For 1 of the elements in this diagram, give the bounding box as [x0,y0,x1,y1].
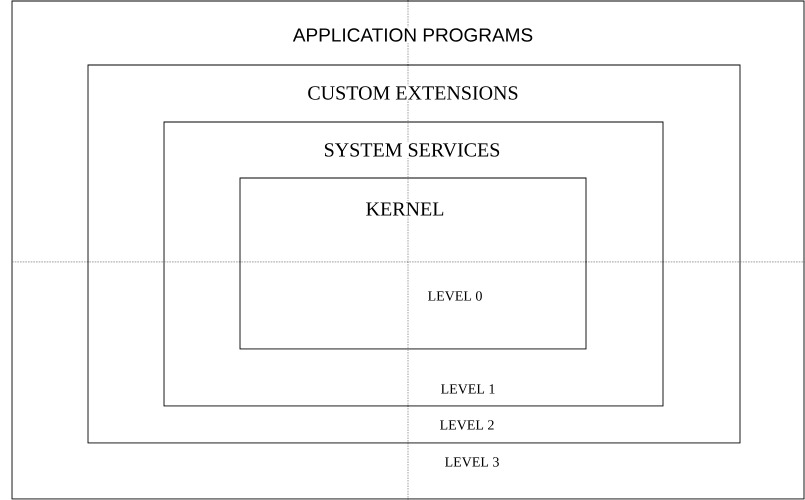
level-box: KERNEL LEVEL 0 [240,178,586,350]
